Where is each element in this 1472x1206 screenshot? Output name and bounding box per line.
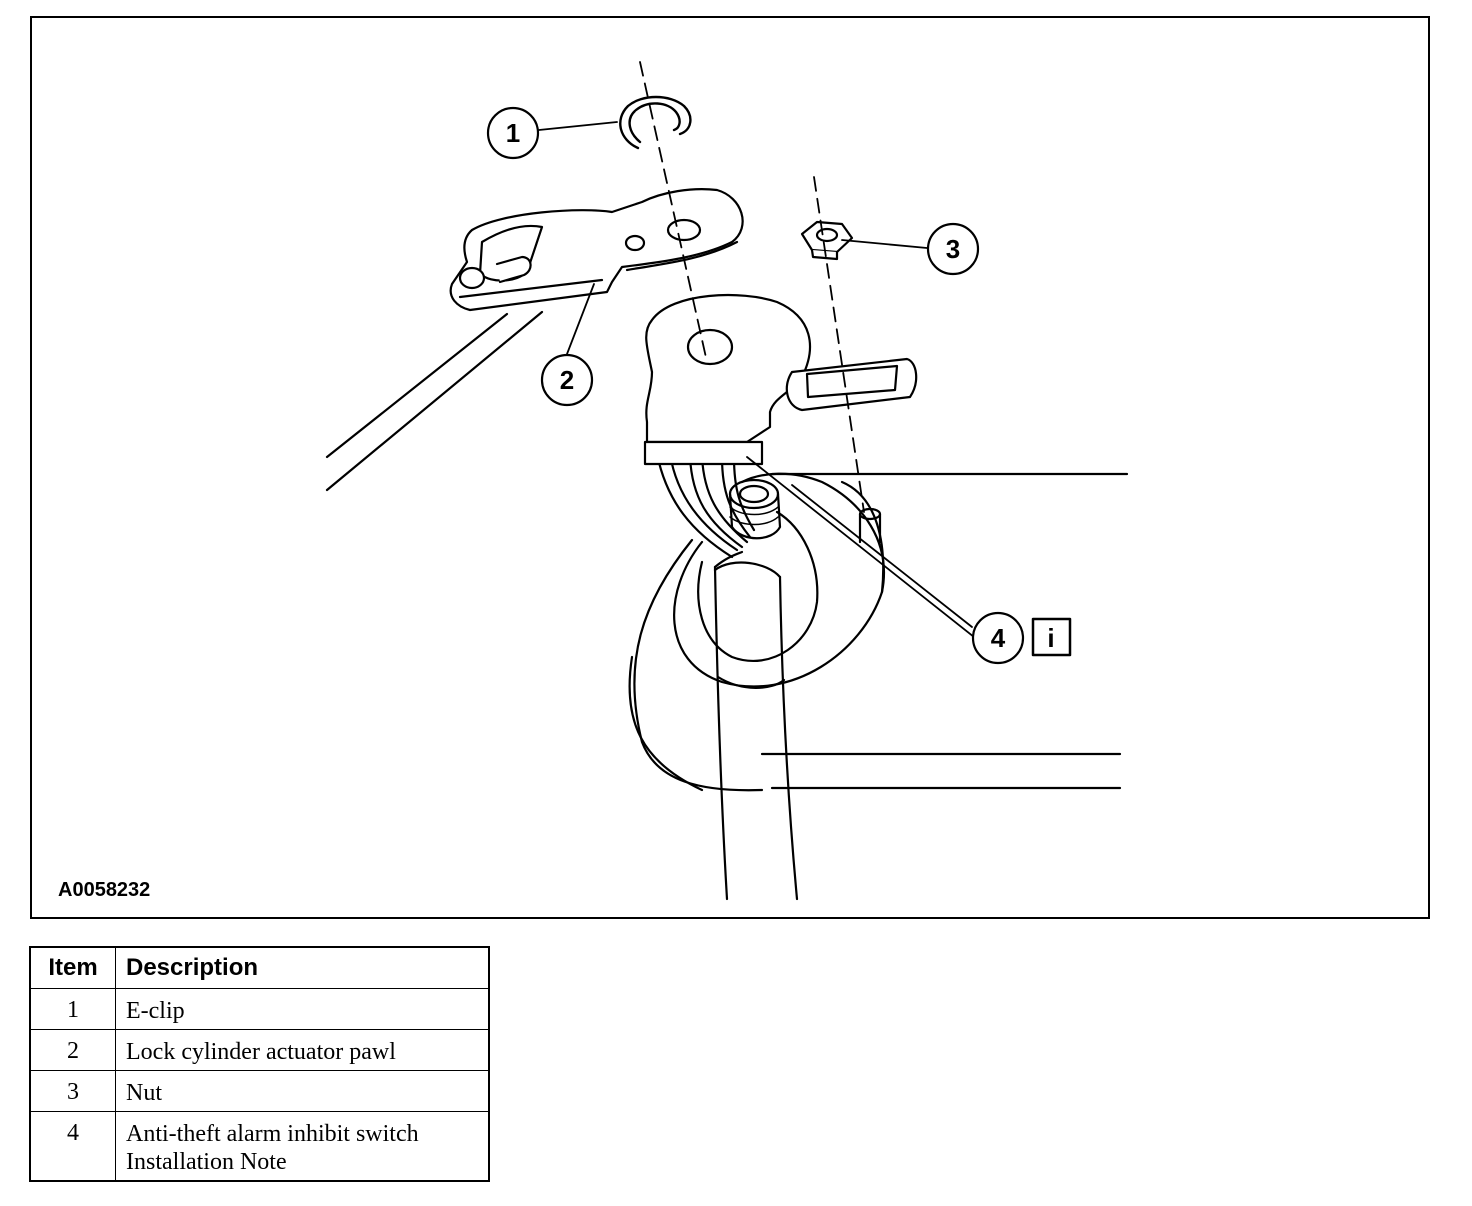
callout-4: 4 bbox=[971, 611, 1025, 665]
callout-2-label: 2 bbox=[560, 365, 574, 395]
legend-item-number: 4 bbox=[29, 1111, 116, 1182]
e-clip bbox=[619, 95, 692, 150]
legend-item-number: 3 bbox=[29, 1070, 116, 1112]
legend-row: 1 E-clip bbox=[29, 988, 490, 1030]
housing-lines bbox=[325, 310, 1129, 792]
info-glyph: i bbox=[1047, 623, 1054, 653]
legend-item-number: 1 bbox=[29, 988, 116, 1030]
assembly-axis-lines bbox=[639, 61, 865, 513]
callout-3: 3 bbox=[926, 222, 980, 276]
callout-4-label: 4 bbox=[991, 623, 1006, 653]
legend-description-line: Anti-theft alarm inhibit switch bbox=[126, 1121, 419, 1147]
legend-row: 3 Nut bbox=[29, 1070, 490, 1112]
legend-header-description: Description bbox=[115, 946, 490, 989]
callout-3-label: 3 bbox=[946, 234, 960, 264]
legend-row: 2 Lock cylinder actuator pawl bbox=[29, 1029, 490, 1071]
legend-description-line: Lock cylinder actuator pawl bbox=[126, 1039, 396, 1065]
legend-description-line: Nut bbox=[126, 1080, 162, 1106]
legend-item-description: Nut bbox=[115, 1070, 490, 1112]
legend-item-number: 2 bbox=[29, 1029, 116, 1071]
legend-item-description: Lock cylinder actuator pawl bbox=[115, 1029, 490, 1071]
actuator-pawl bbox=[449, 188, 744, 312]
figure-id: A0058232 bbox=[58, 879, 150, 901]
legend-description-line: E-clip bbox=[126, 998, 185, 1024]
info-box-icon: i bbox=[1031, 617, 1072, 657]
exploded-view-diagram: 1 2 3 4 i A0058232 bbox=[58, 61, 1129, 901]
nut bbox=[800, 220, 854, 261]
legend-table: Item Description 1 E-clip 2 Lock cylinde… bbox=[29, 946, 490, 1182]
legend-row: 4 Anti-theft alarm inhibit switch Instal… bbox=[29, 1111, 490, 1182]
callout-1: 1 bbox=[486, 106, 540, 160]
legend-header-item: Item bbox=[29, 946, 116, 989]
callout-1-label: 1 bbox=[506, 118, 520, 148]
inhibit-switch bbox=[643, 294, 918, 466]
figure-frame: 1 2 3 4 i A0058232 bbox=[30, 16, 1430, 919]
callout-2: 2 bbox=[540, 353, 594, 407]
legend-description-line: Installation Note bbox=[126, 1149, 287, 1175]
switch-wires bbox=[655, 452, 756, 559]
leader-lines bbox=[538, 121, 975, 638]
legend-item-description: Anti-theft alarm inhibit switch Installa… bbox=[115, 1111, 490, 1182]
legend-header-row: Item Description bbox=[29, 946, 490, 989]
steering-column-tube bbox=[713, 550, 799, 901]
legend-item-description: E-clip bbox=[115, 988, 490, 1030]
